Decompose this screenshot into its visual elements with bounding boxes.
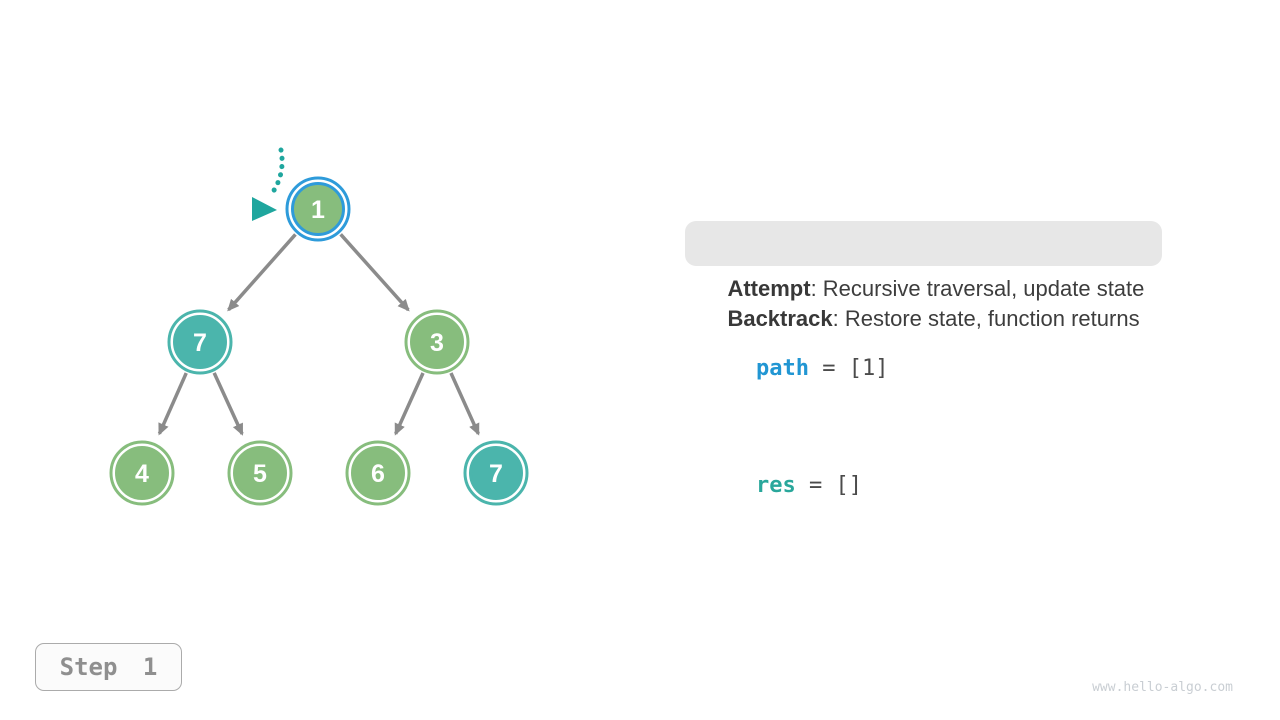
tree-node-7: 7	[167, 309, 233, 375]
node-value: 1	[311, 196, 325, 224]
node-circle	[115, 446, 169, 500]
path-state-line: path = [1]	[703, 331, 888, 406]
path-value: = [1]	[808, 356, 889, 381]
node-value: 3	[430, 329, 444, 357]
res-state-line: res = []	[703, 448, 862, 523]
node-circle	[233, 446, 287, 500]
res-variable: res	[755, 473, 796, 498]
tree-node-6: 6	[345, 440, 411, 506]
dotted-arrow-trail-icon	[267, 147, 285, 199]
node-outer-ring	[345, 440, 411, 506]
node-circle	[410, 315, 464, 369]
node-outer-ring	[463, 440, 529, 506]
watermark: www.hello-algo.com	[1092, 680, 1233, 695]
tree-node-1: 1	[285, 176, 351, 242]
node-value: 7	[489, 460, 503, 488]
tree-node-7: 7	[463, 440, 529, 506]
backtrack-label: Backtrack	[727, 306, 833, 331]
node-value: 6	[371, 460, 385, 488]
node-circle	[469, 446, 523, 500]
node-outer-ring	[109, 440, 175, 506]
tree-edge	[157, 372, 188, 436]
node-circle	[291, 182, 345, 236]
tree-edge	[227, 233, 297, 312]
dotted-arrow-head-icon	[252, 197, 277, 221]
binary-tree-diagram: 1 7 3 4 5 6 7	[109, 147, 529, 506]
backtrack-text: : Restore state, function returns	[832, 306, 1140, 331]
tree-node-4: 4	[109, 440, 175, 506]
node-value: 5	[253, 460, 267, 488]
node-outer-ring	[404, 309, 470, 375]
tree-node-5: 5	[227, 440, 293, 506]
tree-edge	[449, 372, 480, 436]
attempt-text: : Recursive traversal, update state	[810, 276, 1145, 301]
step-badge-label: Step 1	[59, 653, 158, 681]
node-outer-ring	[167, 309, 233, 375]
res-value: = []	[795, 473, 862, 498]
node-outer-ring	[227, 440, 293, 506]
tree-edge	[339, 233, 410, 312]
tree-edge	[394, 372, 425, 436]
node-value: 4	[135, 460, 149, 488]
tree-edge	[212, 372, 244, 436]
node-outer-ring	[285, 176, 351, 242]
node-value: 7	[193, 329, 207, 357]
attempt-label: Attempt	[727, 276, 811, 301]
step-badge: Step 1	[35, 643, 182, 691]
traversal-pointer	[252, 147, 285, 221]
node-circle	[351, 446, 405, 500]
tree-node-3: 3	[404, 309, 470, 375]
backtrack-legend: Backtrack: Restore state, function retur…	[703, 280, 1140, 358]
attempt-legend: Attempt: Recursive traversal, update sta…	[685, 221, 1163, 301]
tree-edges	[157, 233, 480, 436]
node-circle	[173, 315, 227, 369]
path-variable: path	[755, 356, 809, 381]
tree-nodes: 1 7 3 4 5 6 7	[109, 176, 529, 506]
